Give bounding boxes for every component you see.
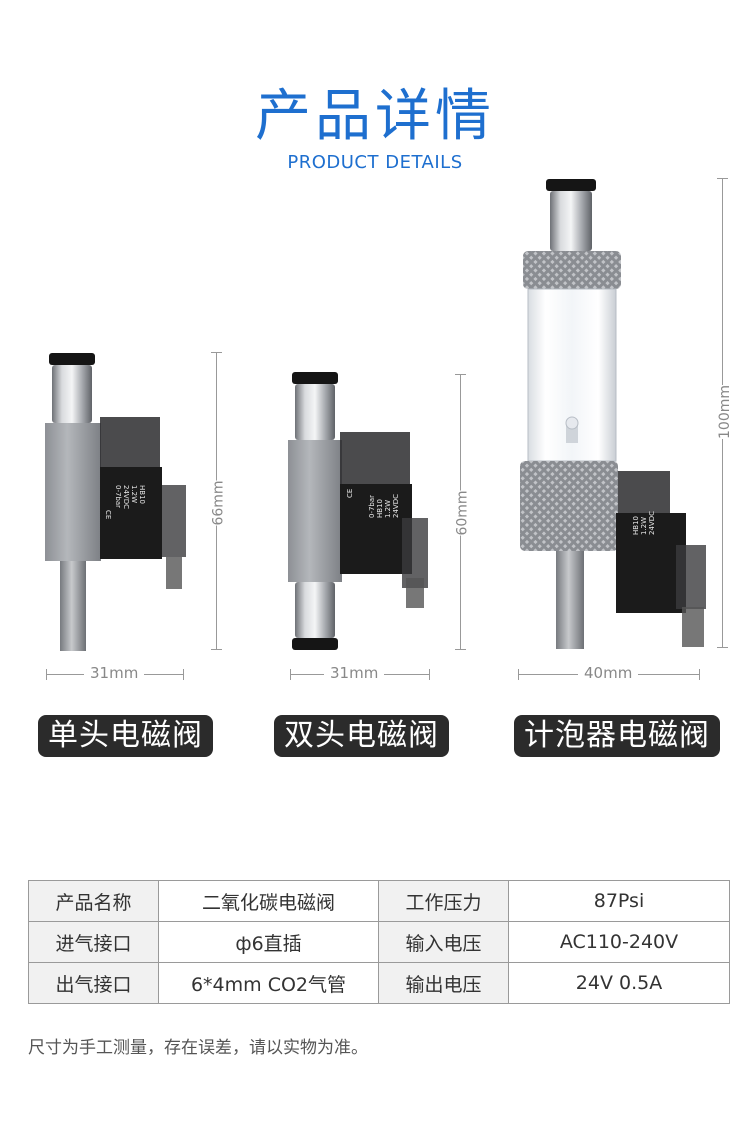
label-power: 1.2W [130,485,138,503]
double-head-valve-image: HB10 1.2W 24VDC 0-7bar CE [288,372,428,650]
double-head-width-label: 31mm [324,664,385,682]
label-power-3: 1.2W [640,517,648,535]
spec-value: 二氧化碳电磁阀 [158,880,379,922]
spec-key: 进气接口 [28,921,159,963]
page-title: 产品详情 [255,84,495,149]
spec-key: 输入电压 [378,921,509,963]
bubble-counter-name-badge: 计泡器电磁阀 [514,715,720,757]
spec-value: 6*4mm CO2气管 [158,962,379,1004]
product-bubble-counter: HB10 1.2W 24VDC [510,175,710,655]
bubble-counter-valve-image: HB10 1.2W 24VDC [520,179,706,649]
spec-key: 产品名称 [28,880,159,922]
spec-value: 87Psi [508,880,730,922]
label-ce-2: CE [346,489,354,498]
spec-key: 出气接口 [28,962,159,1004]
single-head-width-label: 31mm [84,664,145,682]
spec-table: 产品名称 二氧化碳电磁阀 工作压力 87Psi 进气接口 ф6直插 输入电压 A… [28,880,730,1004]
spec-value: ф6直插 [158,921,379,963]
label-power-2: 1.2W [384,500,392,518]
single-head-name-badge: 单头电磁阀 [38,715,213,757]
table-row: 产品名称 二氧化碳电磁阀 工作压力 87Psi [28,880,730,922]
label-pressure-2: 0-7bar [368,495,376,518]
double-head-height-label: 60mm [452,490,473,536]
bubble-counter-height-label: 100mm [715,385,735,439]
label-voltage-2: 24VDC [392,494,400,518]
product-single-head: HB10 1.2W 24VDC 0-7bar CE [40,345,240,665]
spec-value: AC110-240V [508,921,730,963]
label-pressure: 0-7bar [114,485,122,508]
single-head-height-label: 66mm [208,480,229,526]
bubble-counter-width-label: 40mm [578,664,639,682]
spec-key: 工作压力 [378,880,509,922]
measurement-note: 尺寸为手工测量，存在误差，请以实物为准。 [28,1038,368,1058]
single-head-valve-image: HB10 1.2W 24VDC 0-7bar CE [45,353,186,651]
label-model-3: HB10 [632,516,640,535]
page-subtitle: PRODUCT DETAILS [287,152,463,173]
label-ce: CE [104,510,112,519]
double-head-name-badge: 双头电磁阀 [274,715,449,757]
label-model: HB10 [138,485,146,504]
label-voltage: 24VDC [122,485,130,509]
spec-value: 24V 0.5A [508,962,730,1004]
table-row: 出气接口 6*4mm CO2气管 输出电压 24V 0.5A [28,962,730,1004]
label-voltage-3: 24VDC [648,511,656,535]
label-model-2: HB10 [376,499,384,518]
product-double-head: HB10 1.2W 24VDC 0-7bar CE [282,368,442,658]
spec-key: 输出电压 [378,962,509,1004]
table-row: 进气接口 ф6直插 输入电压 AC110-240V [28,921,730,963]
